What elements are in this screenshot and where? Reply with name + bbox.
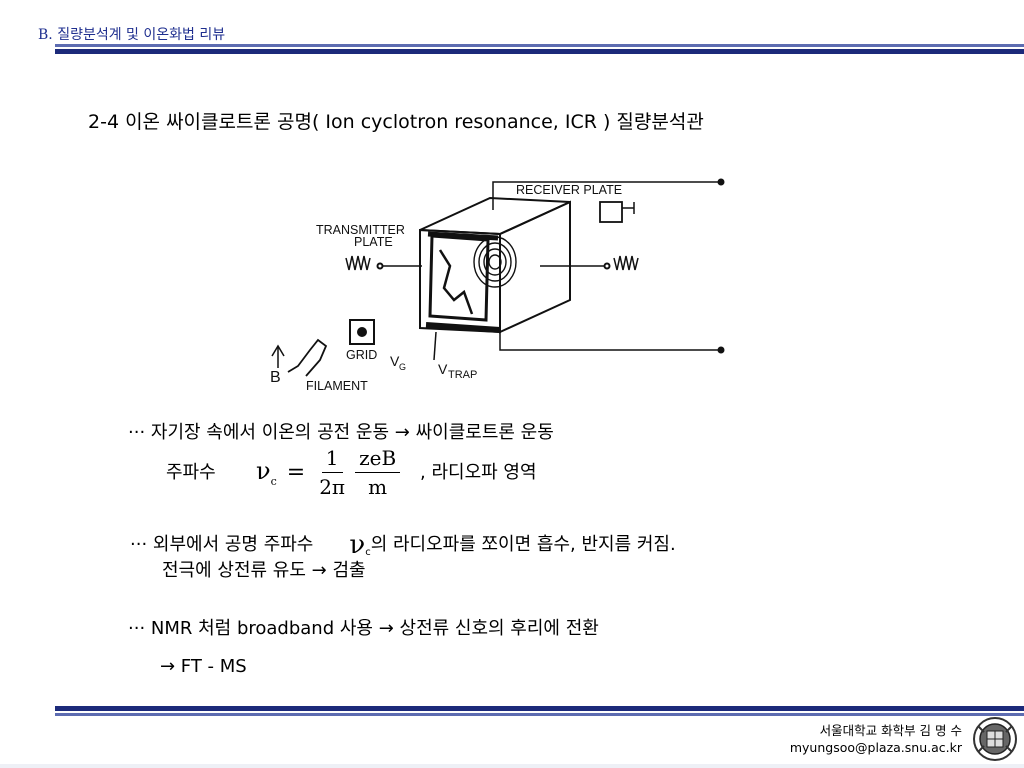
filament-wire xyxy=(287,338,328,377)
footer-rule-thin xyxy=(55,713,1024,716)
receive-signal-icon xyxy=(613,255,639,271)
header-rule-thick xyxy=(55,49,1024,54)
bullet-ft-ms: → FT - MS xyxy=(160,656,247,677)
bullet-cyclotron-motion: ··· 자기장 속에서 이온의 공전 운동 → 싸이클로트론 운동 xyxy=(128,422,554,443)
b-field-label: B xyxy=(270,369,281,386)
bullet-image-current-detection: 전극에 상전류 유도 → 검출 xyxy=(162,560,366,581)
transmit-signal-icon xyxy=(345,255,371,271)
bottom-band xyxy=(0,764,1024,768)
vg-subscript: G xyxy=(399,362,406,372)
footer-credit: 서울대학교 화학부 김 명 수 myungsoo@plaza.snu.ac.kr xyxy=(790,722,962,756)
cube-top-face xyxy=(419,196,571,236)
transmitter-label-2: PLATE xyxy=(354,235,393,249)
grid-electrode xyxy=(349,319,375,345)
nu-symbol: νc xyxy=(256,457,277,488)
vg-label: V xyxy=(390,353,400,369)
university-emblem-icon xyxy=(973,717,1017,761)
receiver-detector-box xyxy=(599,201,623,223)
slide-section-title: B. 질량분석계 및 이온화법 리뷰 xyxy=(38,27,226,43)
footer-author: 서울대학교 화학부 김 명 수 xyxy=(819,723,962,738)
transmitter-label-1: TRANSMITTER xyxy=(316,223,405,237)
vtrap-label: V xyxy=(438,361,448,377)
bullet-broadband-fourier: ··· NMR 처럼 broadband 사용 → 상전류 신호의 후리에 전환 xyxy=(128,618,599,639)
footer-rule-thick xyxy=(55,706,1024,711)
frequency-label: 주파수 xyxy=(166,462,216,483)
icr-cell-diagram: RECEIVER PLATE TRANSMITTER PLATE GRID V … xyxy=(270,178,725,393)
receiver-plate-label: RECEIVER PLATE xyxy=(516,183,622,197)
equals-sign: = xyxy=(286,460,306,485)
footer-email: myungsoo@plaza.snu.ac.kr xyxy=(789,740,962,755)
magnetic-field-arrow-icon xyxy=(271,344,285,357)
header-rule-thin xyxy=(55,44,1024,47)
filament-label: FILAMENT xyxy=(306,379,368,393)
vtrap-subscript: TRAP xyxy=(448,369,477,381)
slide-heading: 2-4 이온 싸이클로트론 공명( Ion cyclotron resonanc… xyxy=(88,111,704,133)
radio-range-text: , 라디오파 영역 xyxy=(420,462,537,483)
grid-label: GRID xyxy=(346,348,377,362)
ion-spiral-orbit xyxy=(473,236,517,288)
bullet-resonance-absorption: ··· 외부에서 공명 주파수 ν c 의 라디오파를 쪼이면 흡수, 반지름 … xyxy=(130,530,676,560)
